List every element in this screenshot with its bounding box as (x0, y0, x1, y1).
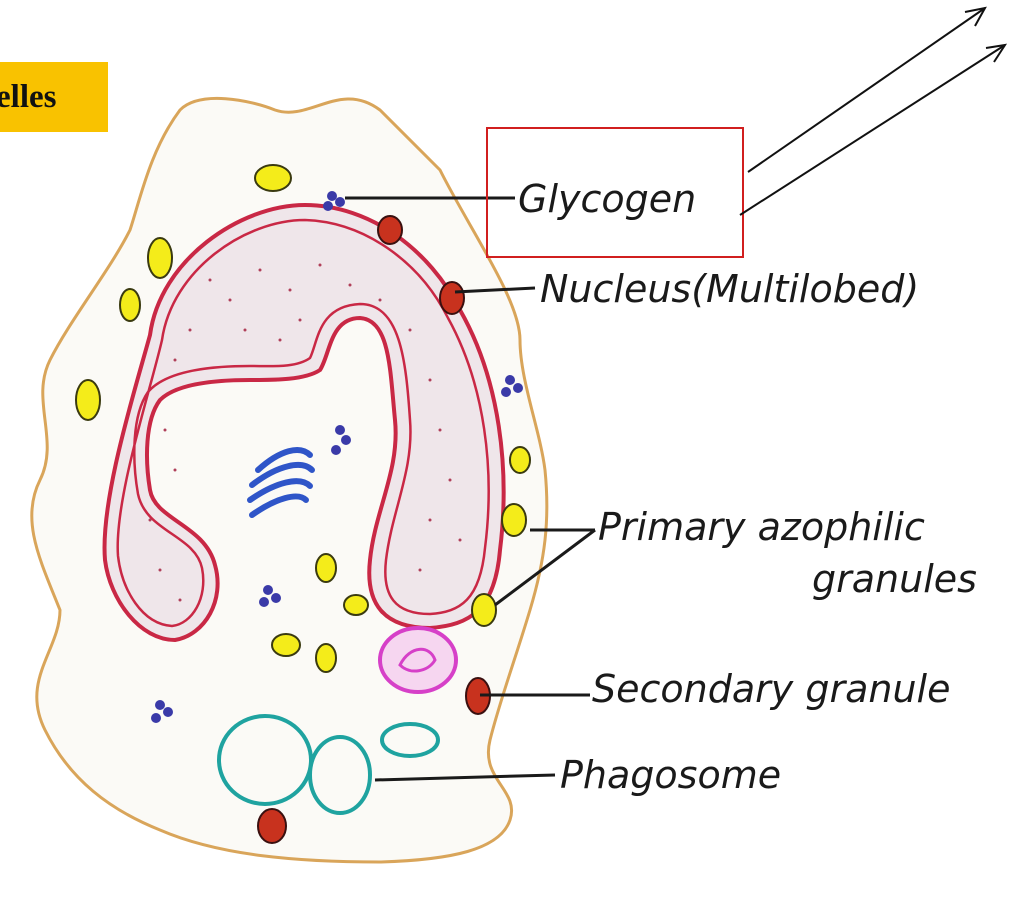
label-glycogen: Glycogen (518, 177, 696, 221)
callout-arrows (740, 8, 1005, 215)
magenta-vesicle (380, 628, 456, 692)
label-phagosome: Phagosome (560, 753, 781, 797)
label-primary-granules-line1: Primary azophilic (598, 505, 925, 549)
label-secondary-granule: Secondary granule (592, 667, 950, 711)
label-nucleus: Nucleus(Multilobed) (540, 267, 919, 311)
label-primary-granules-line2: granules (812, 557, 977, 601)
